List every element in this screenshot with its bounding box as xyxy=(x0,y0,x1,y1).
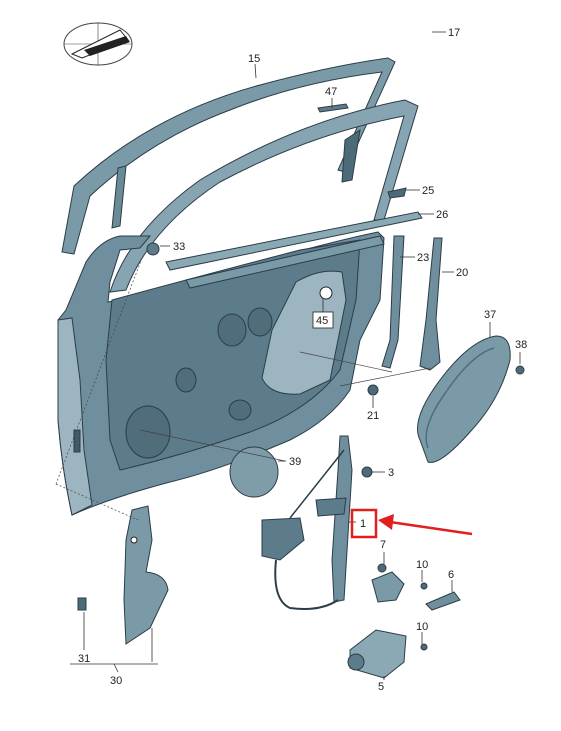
callout-45-box xyxy=(312,311,334,329)
callout-10-upper: 10 xyxy=(416,559,428,571)
car-orientation-icon xyxy=(63,22,133,66)
callout-25: 25 xyxy=(422,185,434,197)
callout-31: 31 xyxy=(78,653,90,665)
callout-47: 47 xyxy=(325,86,337,98)
callout-21: 21 xyxy=(367,410,379,422)
window-trim-strip xyxy=(146,187,423,289)
sealing-panel xyxy=(367,335,525,463)
callout-30: 30 xyxy=(110,675,122,687)
highlight-box xyxy=(350,508,378,539)
highlight-marker xyxy=(350,508,473,539)
callout-37: 37 xyxy=(484,309,496,321)
callout-15: 15 xyxy=(248,53,260,65)
regulator-motor-parts xyxy=(347,563,461,679)
callout-6: 6 xyxy=(448,569,454,581)
cover-cap xyxy=(229,446,279,498)
callout-1: 1 xyxy=(360,518,366,530)
window-regulator xyxy=(261,435,373,610)
callout-10-lower: 10 xyxy=(416,621,428,633)
door-shell xyxy=(57,231,385,516)
callout-45: 45 xyxy=(316,315,328,327)
callout-38: 38 xyxy=(515,339,527,351)
callout-23: 23 xyxy=(417,252,429,264)
callout-17: 17 xyxy=(448,27,460,39)
mirror-trim xyxy=(77,505,169,645)
callout-26: 26 xyxy=(436,209,448,221)
callout-33: 33 xyxy=(173,241,185,253)
callout-labels: 17 15 47 25 26 33 23 20 45 37 38 21 39 3… xyxy=(78,27,527,693)
callout-7: 7 xyxy=(380,539,386,551)
reference-lines xyxy=(55,257,431,521)
window-guide-rails xyxy=(381,235,443,371)
callout-20: 20 xyxy=(456,267,468,279)
callout-5: 5 xyxy=(378,681,384,693)
leader-lines xyxy=(70,31,521,680)
callout-3: 3 xyxy=(388,467,394,479)
callout-39: 39 xyxy=(289,456,301,468)
red-arrow-icon xyxy=(378,514,473,536)
